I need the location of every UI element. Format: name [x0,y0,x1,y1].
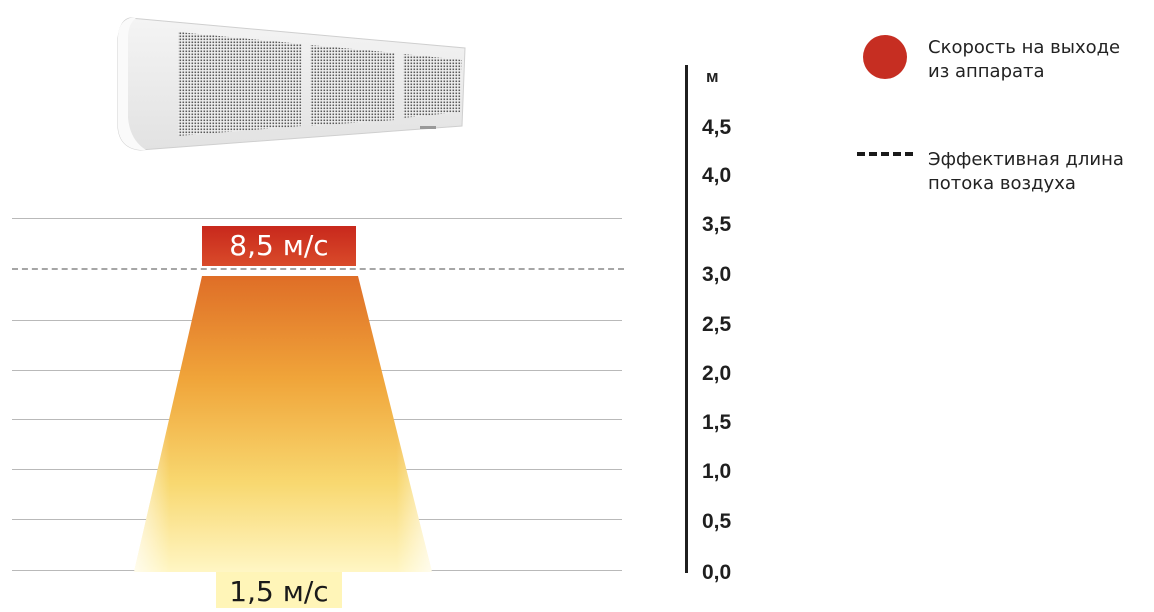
axis-tick-label: 0,0 [702,561,732,584]
air-curtain-device-image [117,17,466,151]
axis-tick-label: 2,5 [702,313,732,336]
axis-tick-label: 4,0 [702,164,732,187]
legend-outlet-speed-swatch [863,35,907,79]
vertical-axis-line [685,65,688,573]
axis-tick-label: 3,0 [702,263,732,286]
outlet-speed-label: 8,5 м/с [202,226,356,266]
grid-line [12,218,622,219]
legend-line: из аппарата [928,61,1045,82]
effective-length-dashed-line [12,268,624,270]
end-speed-label: 1,5 м/с [216,572,342,608]
axis-tick-label: 0,5 [702,510,732,533]
legend-line: Эффективная длина [928,149,1124,170]
legend-effective-length-label: Эффективная длина потока воздуха [928,148,1124,196]
axis-tick-label: 2,0 [702,362,732,385]
axis-unit-label: м [706,67,719,86]
legend-line: потока воздуха [928,173,1076,194]
airflow-cone [134,276,432,572]
axis-tick-label: 1,5 [702,411,732,434]
legend-line: Скорость на выходе [928,37,1121,58]
legend-dashed-line-swatch [857,152,913,156]
axis-tick-label: 4,5 [702,116,732,139]
axis-tick-label: 1,0 [702,460,732,483]
axis-tick-label: 3,5 [702,213,732,236]
legend-outlet-speed-label: Скорость на выходе из аппарата [928,36,1120,84]
